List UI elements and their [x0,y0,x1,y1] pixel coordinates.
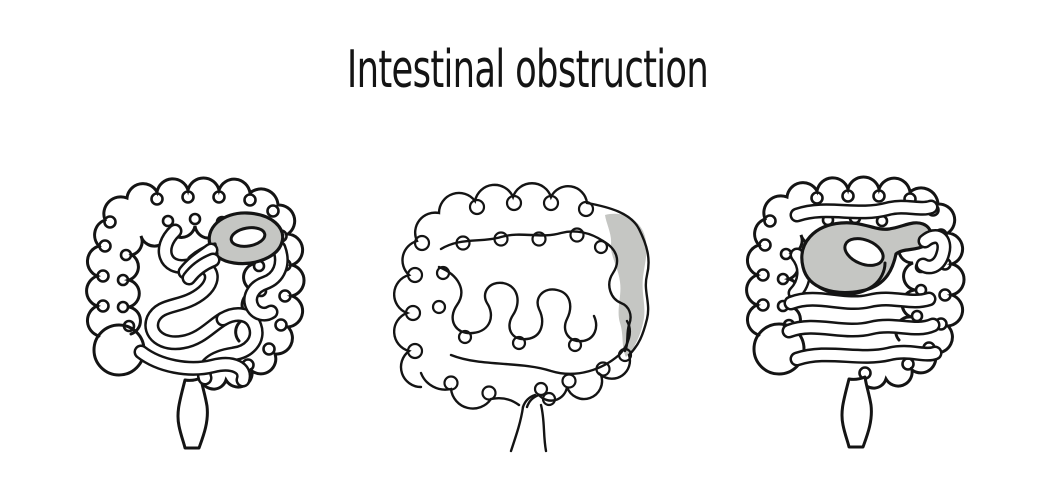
illustration-twisted-loop [85,176,306,450]
colon-outline [393,182,650,409]
tube-after-obstruction [915,229,952,275]
small-intestine [133,223,289,388]
doodle-curls [404,194,633,407]
twist-crossing [177,242,221,286]
rectum [840,375,873,449]
colon-outline-bottom-left [419,371,521,410]
small-intestine [781,199,943,367]
page-title: Intestinal obstruction [346,40,709,100]
illustration-distended-loop [745,175,966,449]
rectum [176,376,209,450]
obstruction-highlight-colon-wall [605,213,647,357]
illustration-colon-blockage [393,182,650,453]
colon-frame [393,182,650,410]
rectum [509,393,548,453]
obstruction-highlight-distended-loop [800,221,941,296]
